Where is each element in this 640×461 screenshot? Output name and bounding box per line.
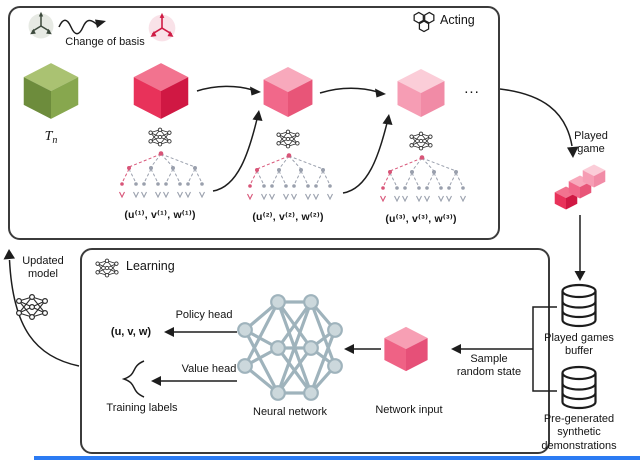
network-input-cube: [383, 326, 429, 372]
sample-random-state-label: Sample random state: [456, 353, 522, 379]
step-label-2: (u⁽²⁾, v⁽²⁾, w⁽²⁾): [252, 211, 324, 223]
acting-icon: [413, 11, 435, 33]
policy-output-label: (u, v, w): [110, 326, 152, 338]
state-cube-1: [132, 62, 190, 120]
played-games-buffer-icon: [558, 282, 600, 330]
target-tensor-cube: [22, 62, 80, 120]
tensor-subscript: n: [52, 135, 58, 146]
state-cube-3: [396, 68, 446, 118]
value-head-label: Value head: [181, 363, 237, 375]
synthetic-demonstrations-icon: [558, 364, 600, 412]
mcts-tree-2: [243, 152, 335, 210]
mcts-tree-3: [376, 154, 468, 212]
basis-sphere-icon: [28, 11, 54, 39]
network-icon-1: [147, 126, 173, 148]
network-input-label: Network input: [375, 404, 443, 416]
network-icon-2: [275, 128, 301, 150]
acting-title: Acting: [440, 13, 475, 27]
updated-model-network-icon: [14, 292, 50, 322]
training-labels-label: Training labels: [106, 402, 178, 414]
network-icon-3: [408, 130, 434, 152]
value-distribution-icon: [121, 360, 145, 398]
basis-sphere-changed-icon: [148, 12, 176, 42]
tensor-label: Tn: [26, 128, 76, 147]
updated-model-label: Updated model: [22, 255, 64, 281]
played-game-stack: [554, 164, 606, 210]
step-label-1: (u⁽¹⁾, v⁽¹⁾, w⁽¹⁾): [124, 209, 196, 221]
played-games-buffer-label: Played games buffer: [544, 332, 614, 358]
tensor-symbol: T: [44, 129, 53, 144]
synthetic-demonstrations-label: Pre-generated synthetic demonstrations: [541, 413, 617, 452]
played-game-label: Played game: [574, 130, 608, 156]
acting-box: [8, 6, 500, 240]
ellipsis: ...: [464, 80, 480, 97]
neural-network-label: Neural network: [253, 406, 327, 418]
neural-network-icon: [237, 294, 343, 401]
change-of-basis-label: Change of basis: [65, 36, 145, 48]
state-cube-2: [262, 66, 314, 118]
learning-icon: [94, 257, 120, 279]
learning-title: Learning: [126, 259, 175, 273]
mcts-tree-1: [115, 150, 207, 208]
policy-head-label: Policy head: [175, 309, 233, 321]
step-label-3: (u⁽³⁾, v⁽³⁾, w⁽³⁾): [385, 213, 457, 225]
bottom-accent-bar: [34, 456, 640, 460]
